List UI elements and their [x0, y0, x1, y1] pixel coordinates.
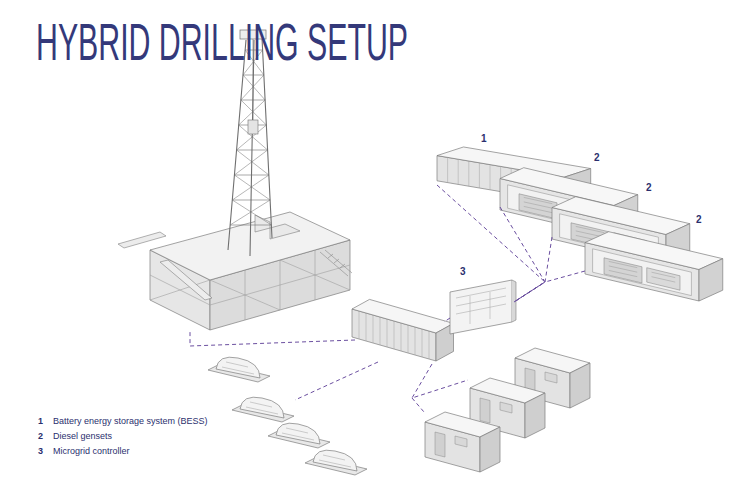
callout-group: 1	[437, 131, 593, 203]
power-connector	[514, 271, 585, 302]
hydraulic-unit	[208, 357, 270, 382]
legend-text: Battery energy storage system (BESS)	[53, 416, 208, 427]
callout-number: 2	[646, 182, 652, 194]
diagram-title: HYBRID DRILLING SETUP	[36, 12, 408, 72]
power-connector	[437, 185, 545, 302]
callout-number: 2	[696, 214, 702, 226]
camp-container	[425, 412, 500, 472]
legend-number: 2	[38, 431, 43, 442]
callout-group: 2	[552, 180, 692, 240]
power-wiring	[190, 318, 468, 412]
power-connector	[500, 207, 545, 302]
legend-number: 3	[38, 446, 43, 457]
callout-number: 2	[594, 152, 600, 164]
mud-pump	[305, 450, 367, 475]
mud-pump	[268, 423, 330, 448]
callout-number: 3	[460, 266, 466, 278]
rig-substructure	[118, 212, 352, 330]
legend-number: 1	[38, 416, 43, 427]
genset-unit	[585, 232, 723, 301]
legend-text: Microgrid controller	[53, 446, 130, 457]
callout-group: 2	[500, 150, 640, 210]
callout-group: 3	[448, 266, 514, 334]
callout-number: 1	[481, 133, 487, 145]
controller-panel	[450, 280, 516, 334]
power-connector	[514, 237, 552, 302]
legend-text: Diesel gensets	[53, 431, 112, 442]
switch-house	[352, 299, 454, 361]
mud-pump	[232, 397, 294, 422]
callout-group: 2	[585, 214, 725, 274]
